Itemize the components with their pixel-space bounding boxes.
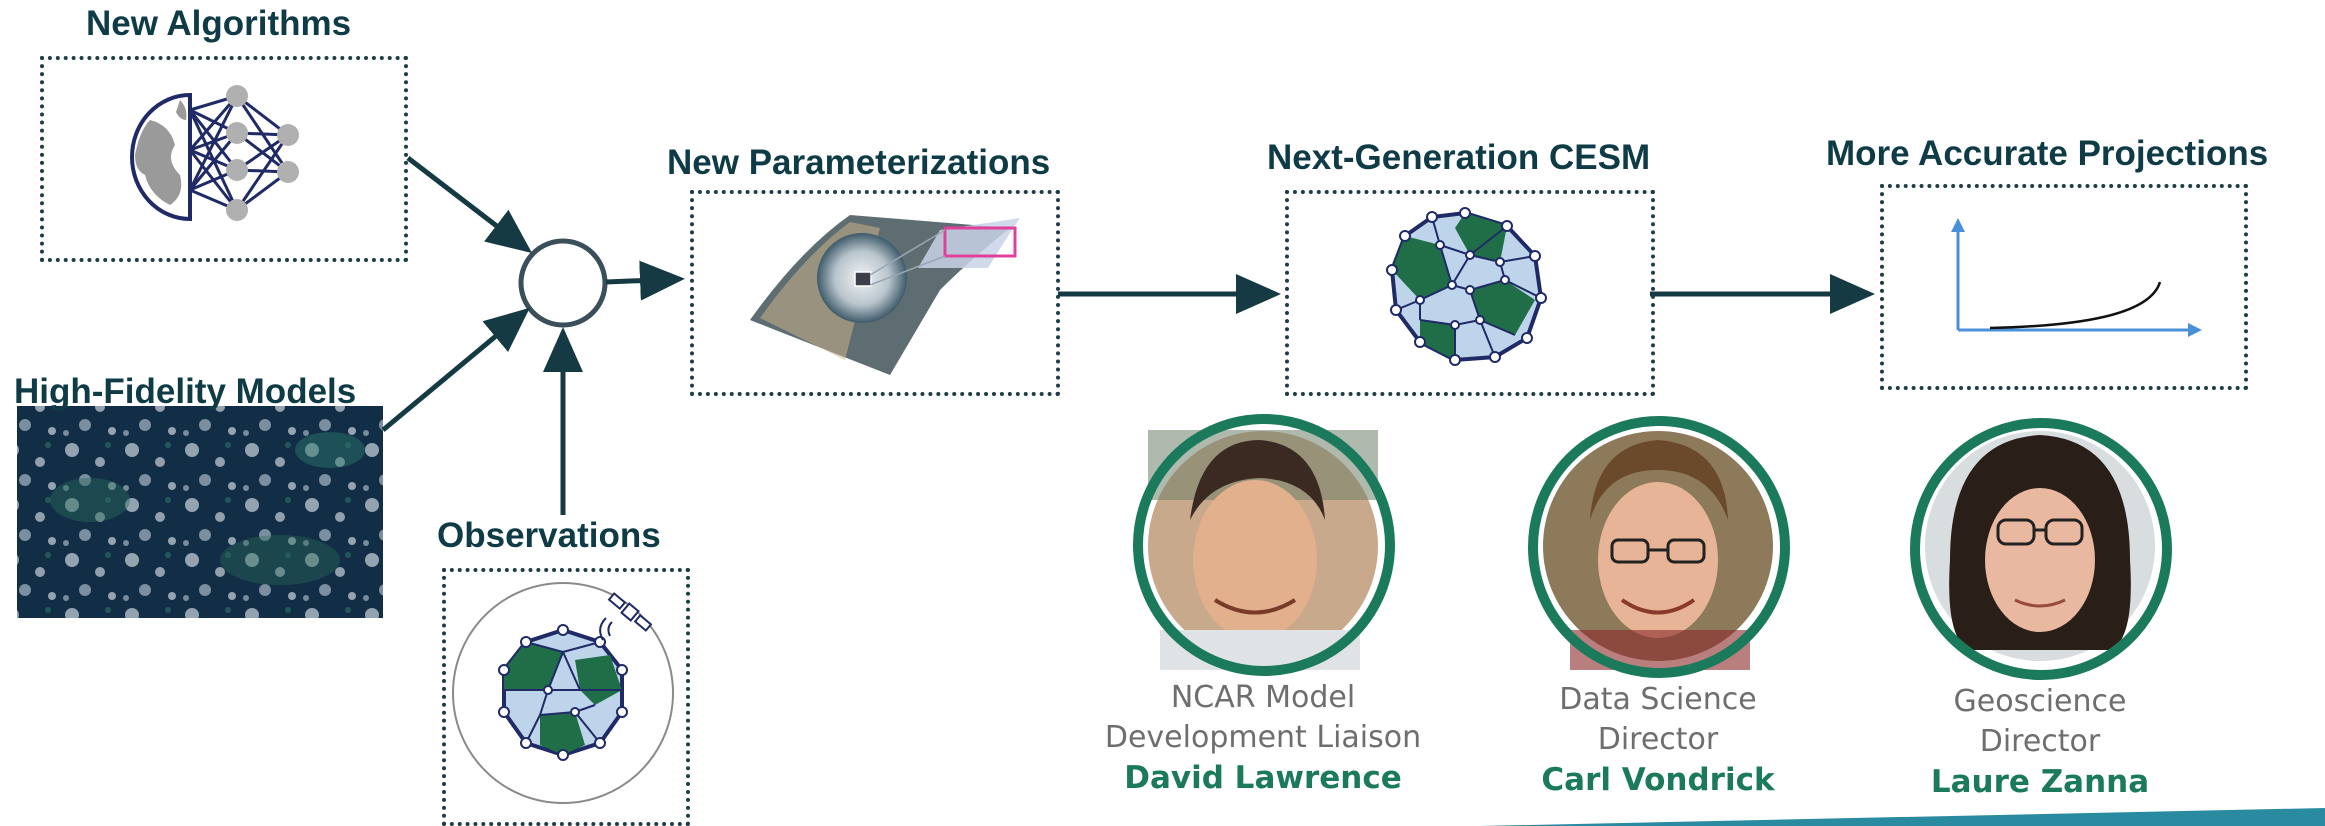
person-name: Carl Vondrick [1541,762,1775,798]
footer-swoosh [1480,808,2325,826]
portrait-ring-2 [1528,416,1790,678]
person-role-line2: Development Liaison [1104,720,1422,755]
neural-net-globe-icon [130,85,299,222]
projections-box [1880,184,2248,390]
person-role-line1: Data Science [1559,682,1757,717]
person-name: David Lawrence [1124,760,1402,796]
observations-title: Observations [437,516,661,555]
person-role-line1: Geoscience [1953,684,2127,719]
cesm-title: Next-Generation CESM [1267,138,1651,177]
portrait-ring-1 [1133,414,1395,676]
observations-box [442,568,690,826]
person-caption-3: Geoscience Director Laure Zanna [1860,682,2220,802]
hifi-models-title: High-Fidelity Models [14,372,357,411]
person-role-line2: Director [1979,724,2101,759]
projections-title: More Accurate Projections [1826,134,2269,173]
arrow-hifi-to-merge [381,307,530,432]
person-role-line2: Director [1597,722,1719,757]
arrow-algorithms-to-merge [406,156,532,254]
person-role-line1: NCAR Model [1170,680,1356,715]
satellite-globe-icon [452,582,674,804]
person-caption-2: Data Science Director Carl Vondrick [1478,680,1838,800]
parameterizations-box [690,190,1060,396]
algorithms-box [40,56,408,262]
warped-map-icon [750,215,1020,375]
arrow-merge-to-parameterizations [605,260,685,301]
portrait-ring-3 [1910,418,2172,680]
person-caption-1: NCAR Model Development Liaison David Law… [1083,678,1443,798]
satellite-cloud-image [17,406,383,618]
network-globe-icon [1386,207,1547,366]
person-name: Laure Zanna [1930,764,2150,800]
cesm-box [1285,190,1655,396]
parameterizations-title: New Parameterizations [667,143,1051,182]
algorithms-title: New Algorithms [86,4,352,43]
growth-curve-icon [1951,218,2202,337]
merge-node [518,238,608,328]
